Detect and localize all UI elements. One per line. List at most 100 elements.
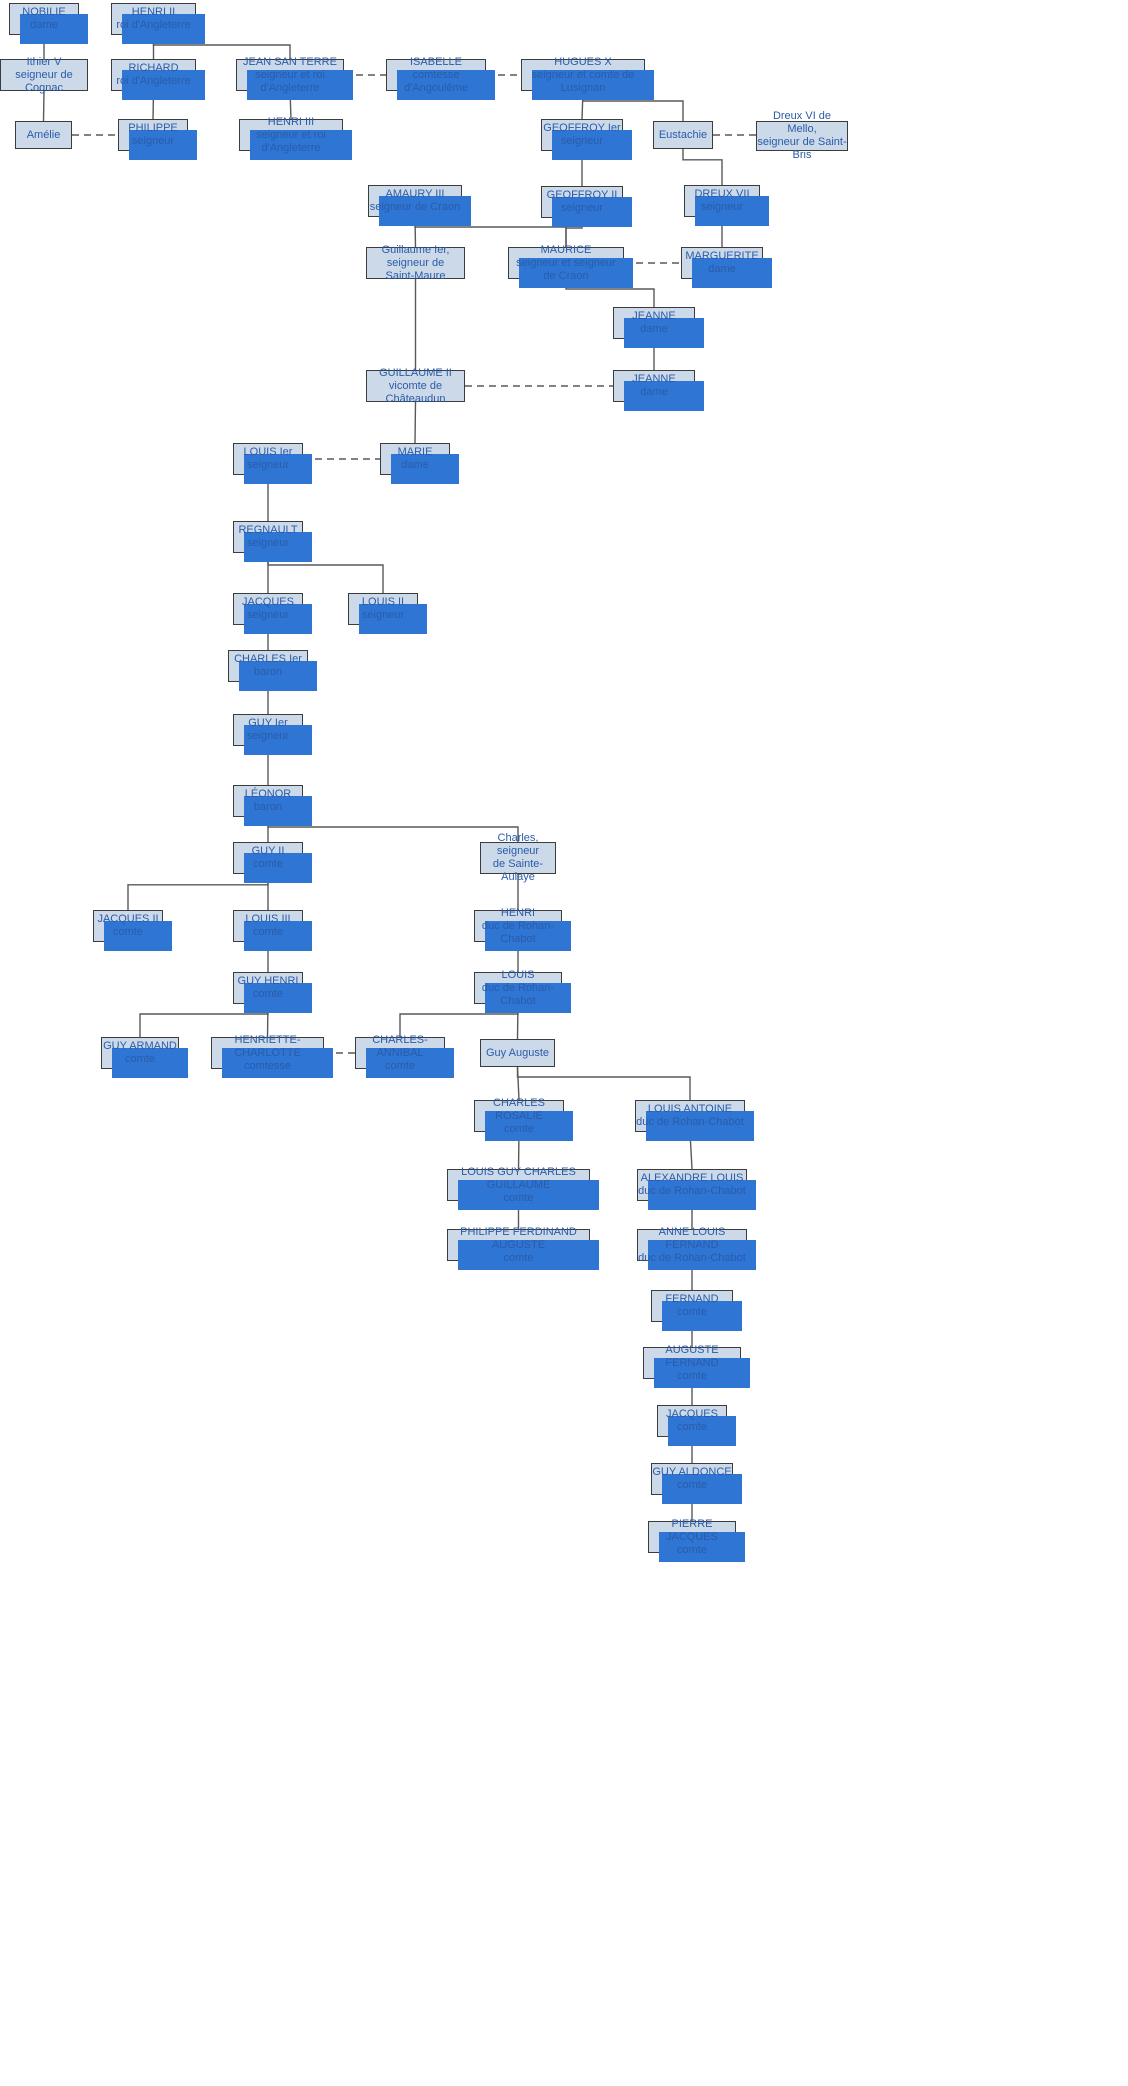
person-title: seigneur et comte de Lusignan [531, 68, 635, 94]
person-name: FERNAND [665, 1293, 719, 1305]
person-title: duc de Rohan-Chabot [481, 919, 555, 945]
person-name: Charles, seigneur [496, 832, 540, 857]
person-title: duc de Rohan-Chabot [636, 1116, 744, 1128]
person-title: seigneur et seigneur de Craon [516, 256, 616, 282]
person-title: seigneur [246, 459, 290, 471]
person-name: GUILLAUME II [379, 366, 452, 379]
person-name: LOUIS III [245, 913, 291, 925]
person-name: REGNAULT [238, 524, 298, 536]
person-name: RICHARD [128, 62, 179, 74]
person-name: MARGUERITE [685, 250, 759, 262]
person-title: duc de Rohan-Chabot [481, 981, 555, 1007]
person-name: CHARLES ROSALIE [493, 1096, 545, 1122]
person-node-amelie[interactable]: Amélie [15, 121, 72, 149]
person-title: seigneur [246, 730, 290, 742]
person-name: HENRI III [267, 115, 315, 128]
person-name: HENRI II [131, 6, 176, 18]
person-name: PIERRE JACQUES [666, 1517, 718, 1543]
person-title: comtesse d'Angoulême [404, 68, 468, 94]
person-title: seigneur [361, 609, 405, 621]
person-name: NOBILIE [22, 6, 66, 18]
person-title: comte [677, 1421, 707, 1433]
person-node-eustachie[interactable]: Eustachie [653, 121, 713, 149]
person-name: JACQUES II [97, 913, 159, 925]
person-name: CHARLES-ANNIBAL [372, 1033, 428, 1059]
person-name: LOUIS II [361, 596, 405, 608]
person-name: MARIE [397, 446, 433, 458]
person-name: LOUIS Ier [243, 446, 293, 458]
person-name: Guy Auguste [486, 1046, 549, 1059]
person-title: seigneur et roi d'Angleterre [256, 128, 326, 154]
person-name: GUY ALDONCE [652, 1466, 732, 1478]
person-name: JEANNE [632, 310, 676, 322]
person-title: comte [385, 1059, 415, 1072]
person-title: seigneur [700, 201, 744, 213]
person-name: ANNE LOUIS FERNAND [658, 1225, 726, 1251]
person-title: duc de Rohan-Chabot [638, 1251, 746, 1264]
person-title: dame [401, 459, 429, 471]
person-title: comte [253, 988, 283, 1000]
person-title: roi d'Angleterre [116, 75, 191, 87]
person-name: JACQUES [666, 1408, 718, 1420]
person-name: CHARLES Ier [234, 653, 302, 665]
person-title: Saint-Maure [385, 269, 446, 282]
person-title: seigneur [131, 135, 175, 147]
person-title: baron [253, 801, 283, 813]
person-title: seigneur [560, 202, 604, 214]
person-title: comte [677, 1543, 707, 1556]
person-node-dreux6[interactable]: Dreux VI de Mello,seigneur de Saint-Bris [756, 110, 848, 161]
person-node-guyauguste[interactable]: Guy Auguste [480, 1039, 555, 1067]
person-name: AUGUSTE FERNAND [665, 1343, 719, 1369]
person-title: dame [708, 263, 736, 275]
